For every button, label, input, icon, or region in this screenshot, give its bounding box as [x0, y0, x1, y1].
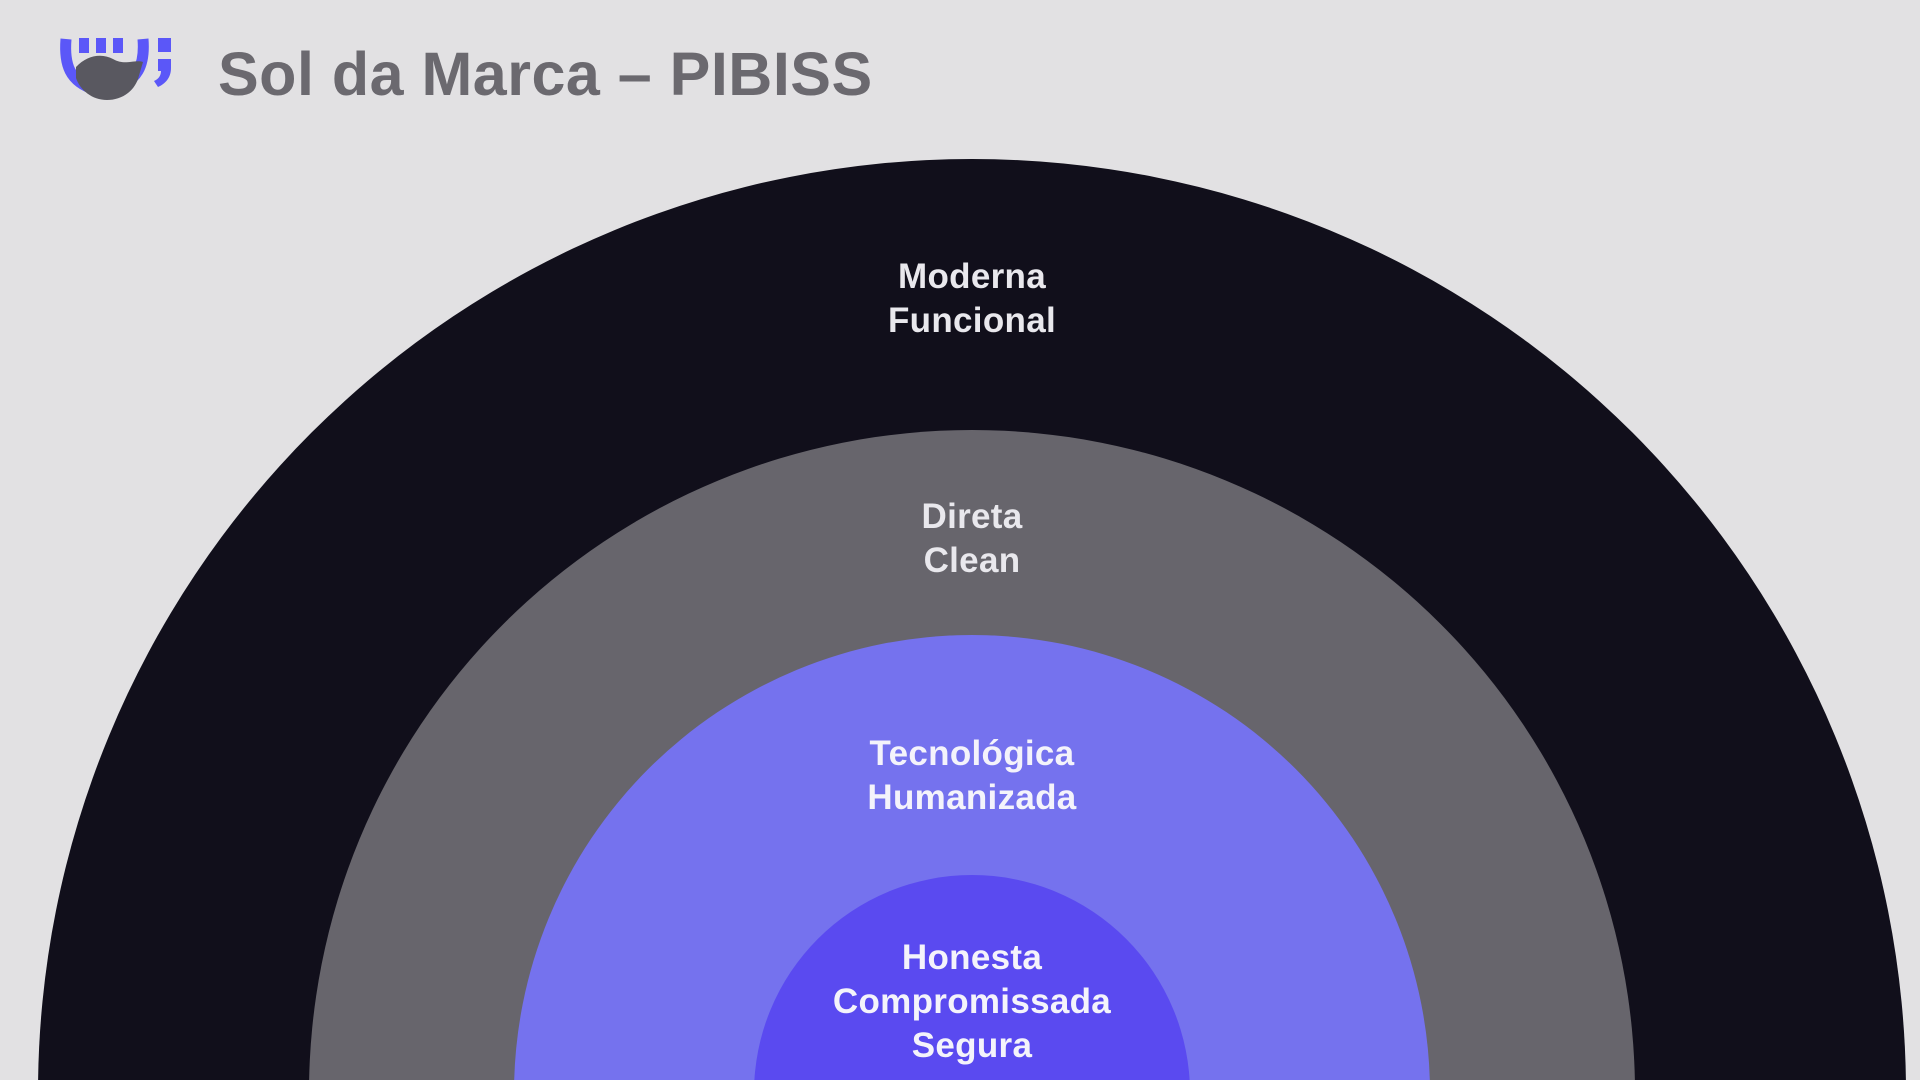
ring-third-label: Tecnológica Humanizada [867, 732, 1076, 820]
ring-second-label-line-1: Direta [921, 497, 1023, 536]
pibiss-cup-logo-icon [60, 38, 171, 100]
ring-core-label-line-1: Honesta [901, 938, 1043, 977]
ring-core-label-line-3: Segura [911, 1026, 1033, 1065]
ring-core-label-line-2: Compromissada [832, 982, 1112, 1021]
logo-liquid-wave [76, 55, 143, 100]
page-header: Sol da Marca – PIBISS [46, 26, 873, 121]
ring-outer-label-line-1: Moderna [898, 257, 1046, 296]
page-title: Sol da Marca – PIBISS [218, 39, 873, 108]
ring-outer-label-line-2: Funcional [888, 301, 1056, 340]
ring-outer-label: Moderna Funcional [888, 255, 1056, 343]
ring-second-label: Direta Clean [921, 495, 1022, 583]
ring-third-label-line-1: Tecnológica [869, 734, 1075, 773]
logo-rim-dashes-and-semicolon [79, 38, 171, 87]
ring-core-label: Honesta Compromissada Segura [833, 936, 1111, 1068]
ring-second-label-line-2: Clean [923, 541, 1021, 580]
ring-third-label-line-2: Humanizada [867, 778, 1077, 817]
